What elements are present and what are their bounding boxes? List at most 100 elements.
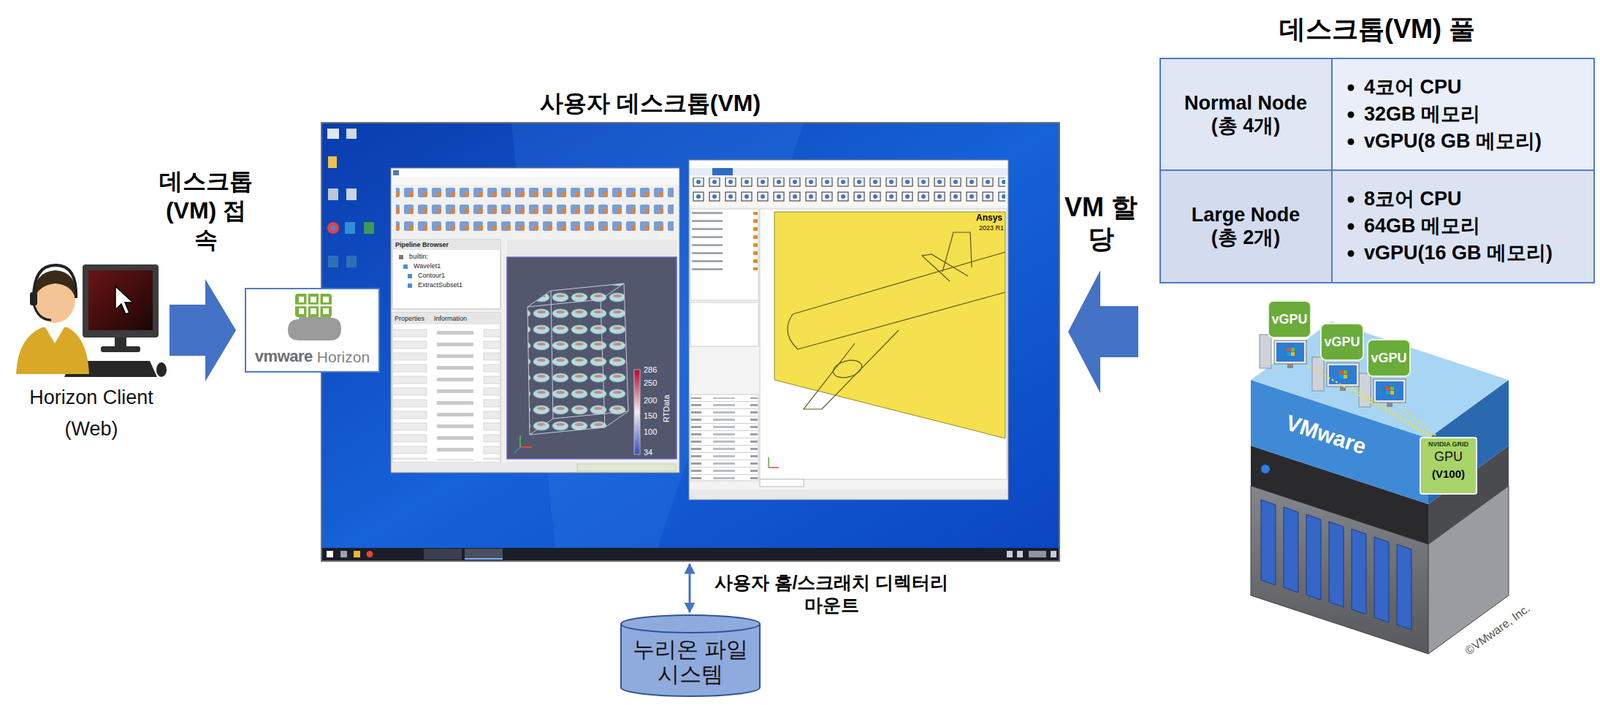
paraview-window <box>390 168 680 473</box>
pool-table-grid <box>1347 196 1355 204</box>
paraview-window <box>392 239 501 250</box>
pool-table-grid <box>1347 111 1355 119</box>
server-illustration <box>1375 381 1404 401</box>
user-icon <box>82 264 159 338</box>
desktop-screenshot <box>353 550 361 558</box>
ui-text: Properties <box>394 314 425 323</box>
server-illustration <box>1287 363 1294 369</box>
server-illustration <box>1339 374 1343 379</box>
pool-table-grid <box>1160 58 1595 283</box>
desktop-screenshot <box>330 225 337 231</box>
ui-text: builtin: <box>409 252 429 261</box>
server-illustration <box>1328 365 1357 385</box>
ansys-window <box>768 466 779 469</box>
server-illustration <box>1396 544 1412 630</box>
server-illustration <box>1374 536 1389 623</box>
user-icon <box>114 337 127 348</box>
user-icon <box>45 327 65 344</box>
ansys-window <box>759 479 804 487</box>
server-illustration <box>1276 342 1305 362</box>
desktop-screenshot <box>346 128 357 139</box>
desktop-screenshot <box>366 550 374 558</box>
paraview-window <box>390 168 680 473</box>
paraview-window <box>391 168 679 177</box>
paraview-window <box>391 462 679 472</box>
server-illustration <box>1358 373 1371 407</box>
mount-arrow <box>688 564 692 613</box>
paraview-window <box>527 283 629 435</box>
colorbar-title: RTData <box>661 392 672 425</box>
server-illustration <box>1290 352 1295 356</box>
horizon-logo <box>295 293 332 318</box>
paraview-window <box>393 170 399 176</box>
paraview-window <box>507 257 677 459</box>
server-illustration <box>1343 370 1348 375</box>
user-icon <box>29 292 38 306</box>
horizon-logo <box>310 308 317 315</box>
desktop-screenshot <box>321 122 1060 562</box>
server-illustration <box>1290 347 1295 352</box>
ui-text: ExtractSubset1 <box>417 281 463 289</box>
server-illustration <box>1343 374 1348 379</box>
ansys-window <box>787 232 1006 410</box>
storage-cylinder: 누리온 파일시스템 <box>620 615 761 697</box>
paraview-window <box>391 176 679 185</box>
pool-table-grid <box>1160 58 1332 171</box>
user-icon <box>156 362 167 377</box>
pool-table-grid <box>1331 170 1595 283</box>
ansys-window <box>692 177 1006 204</box>
paraview-window <box>407 283 413 288</box>
ansys-window <box>689 160 1008 169</box>
gpu-card-label: (V100) <box>1421 467 1476 480</box>
ansys-window <box>831 357 864 381</box>
edge-label: 사용자 홈/스크래치 디렉터리 마운트 <box>703 571 960 617</box>
server-illustration <box>1367 339 1411 377</box>
server-illustration <box>1385 390 1390 395</box>
desktop-screenshot <box>327 128 339 139</box>
paraview-window <box>527 283 629 435</box>
table-cell: vGPU(8 GB 메모리) <box>1364 130 1542 153</box>
table-cell: 8코어 CPU <box>1364 187 1462 211</box>
ansys-window <box>688 160 1009 500</box>
desktop-screenshot <box>464 558 503 560</box>
paraview-window <box>520 446 532 448</box>
paraview-window <box>577 463 676 472</box>
table-cell: Large Node (총 2개) <box>1179 203 1312 250</box>
desktop-screenshot <box>328 255 339 268</box>
gpu-card-label: NVIDIA GRID <box>1421 440 1476 448</box>
colorbar-tick: 286 <box>643 365 657 375</box>
user-icon <box>100 346 141 353</box>
ansys-window <box>690 208 759 301</box>
pool-table-grid <box>1347 84 1355 92</box>
server-illustration <box>1286 347 1291 352</box>
pool-table-grid <box>1347 138 1355 146</box>
desktop-screenshot <box>346 188 357 201</box>
paraview-window <box>507 239 677 256</box>
paraview-window <box>392 312 501 325</box>
storage-label: 누리온 파일시스템 <box>628 637 753 688</box>
table-cell: vGPU(16 GB 메모리) <box>1364 241 1553 265</box>
ui-text: Pipeline Browser <box>395 241 449 249</box>
desktop-screenshot <box>464 548 503 560</box>
desktop-screenshot <box>344 222 356 234</box>
ansys-window <box>712 168 733 176</box>
user-icon <box>33 303 52 320</box>
desktop-screenshot <box>340 550 348 558</box>
horizon-logo <box>322 308 329 315</box>
server-illustration <box>1320 323 1364 361</box>
ansys-window <box>767 457 770 468</box>
ansys-window <box>690 394 759 481</box>
desktop-screenshot <box>1050 550 1057 558</box>
desktop-screenshot <box>423 548 462 560</box>
table-cell: 32GB 메모리 <box>1364 103 1481 126</box>
table-cell: 64GB 메모리 <box>1364 214 1481 238</box>
server-illustration <box>1283 507 1299 593</box>
paraview-window <box>398 254 404 260</box>
horizon-logo <box>298 296 304 303</box>
colorbar-tick: 34 <box>643 447 653 458</box>
table-cell: Normal Node (총 4개) <box>1179 92 1312 138</box>
server-illustration <box>1386 402 1393 407</box>
